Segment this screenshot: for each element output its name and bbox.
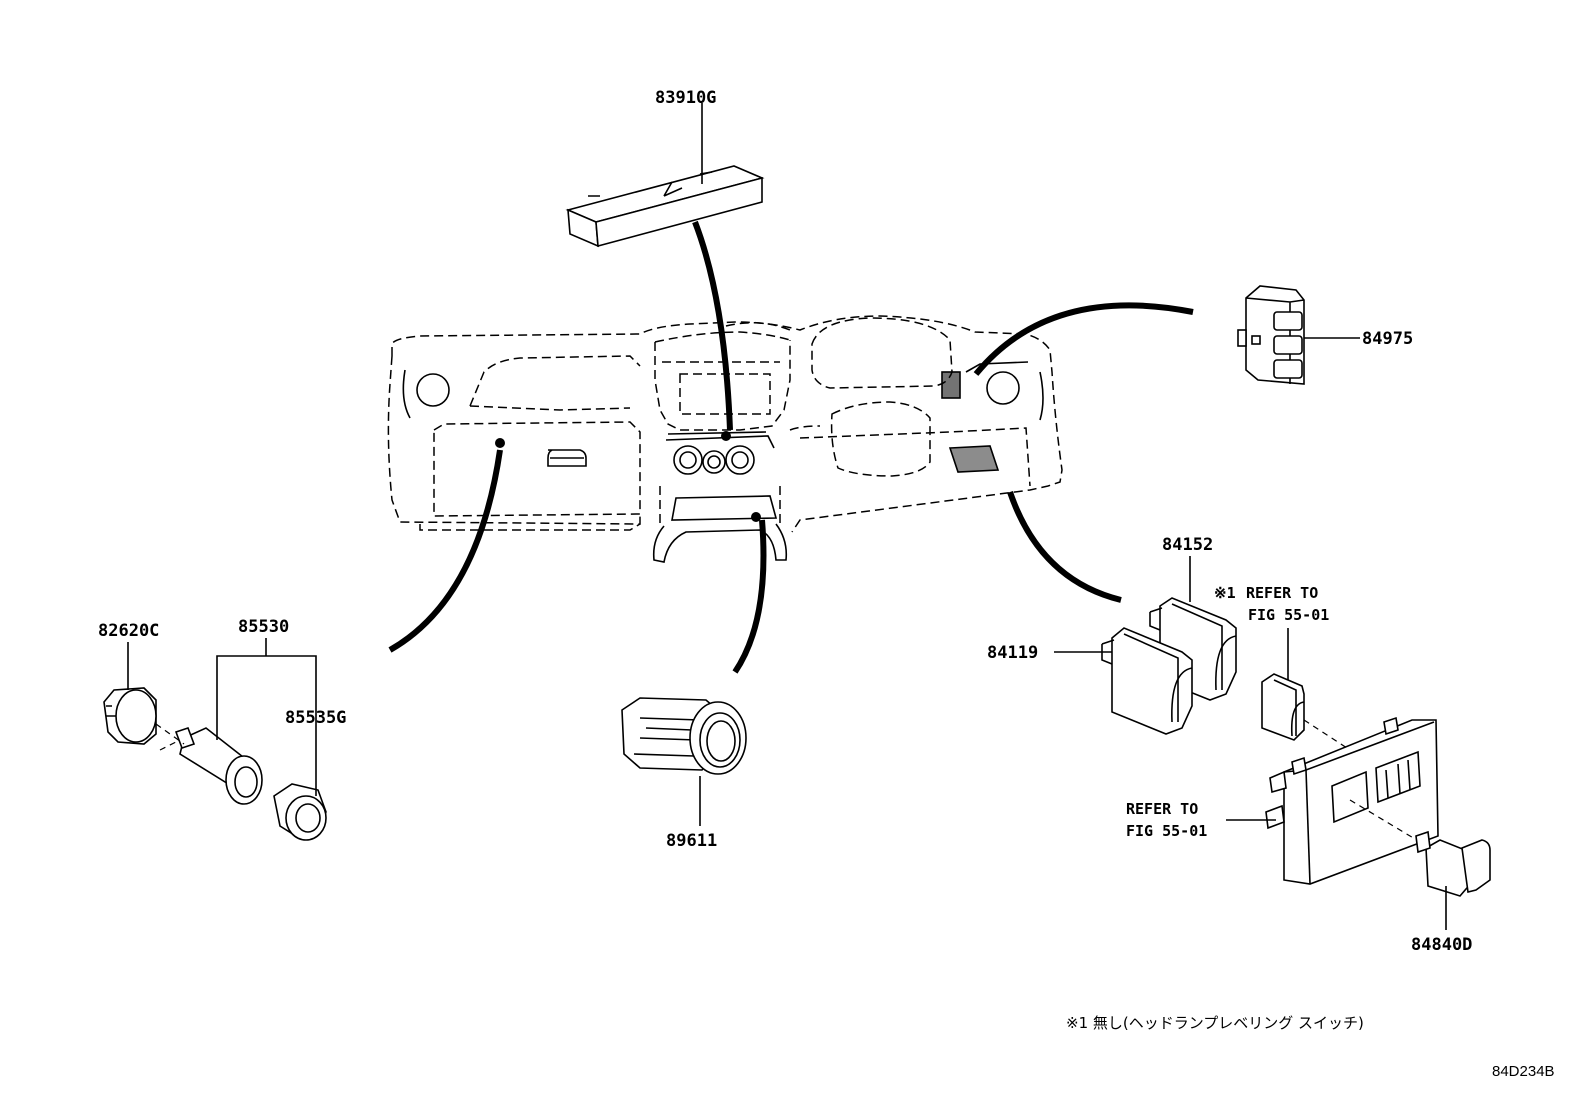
label-83910G: 83910G — [655, 88, 716, 108]
part-85530-shape — [174, 726, 263, 805]
ref1-line1: REFER TO — [1246, 584, 1318, 602]
label-85530: 85530 — [238, 617, 289, 637]
diagram-code: 84D234B — [1492, 1063, 1555, 1080]
label-84975: 84975 — [1362, 329, 1413, 349]
instrument-panel-outline — [387, 315, 1063, 563]
part-82620C-shape — [103, 687, 157, 745]
label-85535G: 85535G — [285, 708, 346, 728]
ref2-line2: FIG 55-01 — [1126, 822, 1207, 840]
footnote: ※1 無し(ヘッドランプレベリング スイッチ) — [1066, 1014, 1364, 1032]
label-84152: 84152 — [1162, 535, 1213, 555]
switch-panel-bezel-shape — [1265, 716, 1439, 885]
label-89611: 89611 — [666, 831, 717, 851]
ref1-mark: ※1 — [1214, 584, 1236, 602]
ref1-line2: FIG 55-01 — [1248, 606, 1329, 624]
part-85535G-shape — [273, 783, 327, 841]
location-dot-glovebox — [495, 438, 505, 448]
part-ref1-switch-shape — [1261, 673, 1305, 741]
location-dot-console — [751, 512, 761, 522]
part-89611-shape — [621, 697, 747, 775]
label-84840D: 84840D — [1411, 935, 1472, 955]
leader-84152-group — [1007, 491, 1122, 603]
leader-82620C-group — [388, 449, 503, 653]
leader-89611 — [732, 519, 767, 674]
ref2-line1: REFER TO — [1126, 800, 1198, 818]
hatched-switch-location-upper — [941, 371, 961, 399]
leader-84975 — [973, 302, 1194, 376]
leader-83910G — [692, 220, 733, 431]
hatched-switch-location-lower — [948, 445, 1000, 473]
part-84840D-shape — [1415, 830, 1491, 897]
part-84975-shape — [1237, 285, 1305, 385]
label-84119: 84119 — [987, 643, 1038, 663]
location-dot-center — [721, 431, 731, 441]
part-83910G-shape — [565, 165, 765, 248]
part-84119-shape — [1101, 627, 1193, 735]
label-82620C: 82620C — [98, 621, 159, 641]
